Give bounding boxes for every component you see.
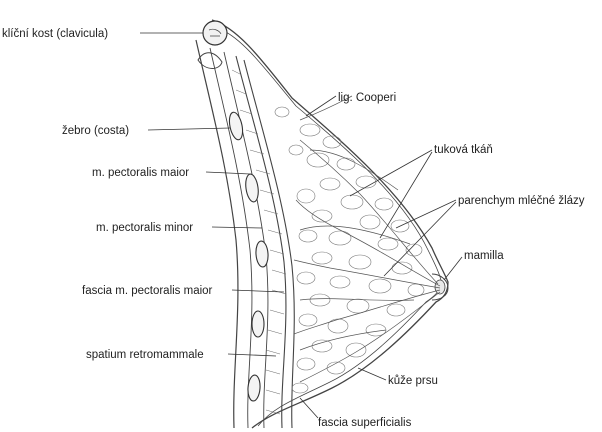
- leader-pect-minor: [212, 227, 262, 228]
- leader-pect-major: [206, 172, 250, 174]
- leader-costa: [148, 128, 230, 130]
- label-kuze: kůže prsu: [388, 375, 438, 387]
- leader-mamilla: [444, 257, 462, 280]
- label-mamilla: mamilla: [464, 250, 504, 262]
- label-parenchym: parenchym mléčné žlázy: [458, 195, 585, 207]
- label-retromammale: spatium retromammale: [86, 349, 204, 361]
- leader-parenchym-1: [396, 200, 456, 228]
- label-cooper: lig. Cooperi: [338, 92, 396, 104]
- label-fascia-pect: fascia m. pectoralis maior: [82, 285, 213, 297]
- label-superficialis: fascia superficialis: [318, 417, 412, 429]
- label-clavicula: klíční kost (clavicula): [2, 28, 108, 40]
- clavicle: [198, 21, 227, 69]
- label-pect-minor: m. pectoralis minor: [96, 222, 193, 234]
- leader-kuze: [358, 368, 386, 380]
- labels: klíční kost (clavicula) žebro (costa) m.…: [2, 28, 585, 429]
- label-costa: žebro (costa): [62, 125, 129, 137]
- chest-wall-layers: [196, 40, 294, 428]
- label-pect-major: m. pectoralis maior: [92, 167, 189, 179]
- label-tukova: tuková tkáň: [434, 144, 493, 156]
- leader-superficialis: [300, 398, 318, 418]
